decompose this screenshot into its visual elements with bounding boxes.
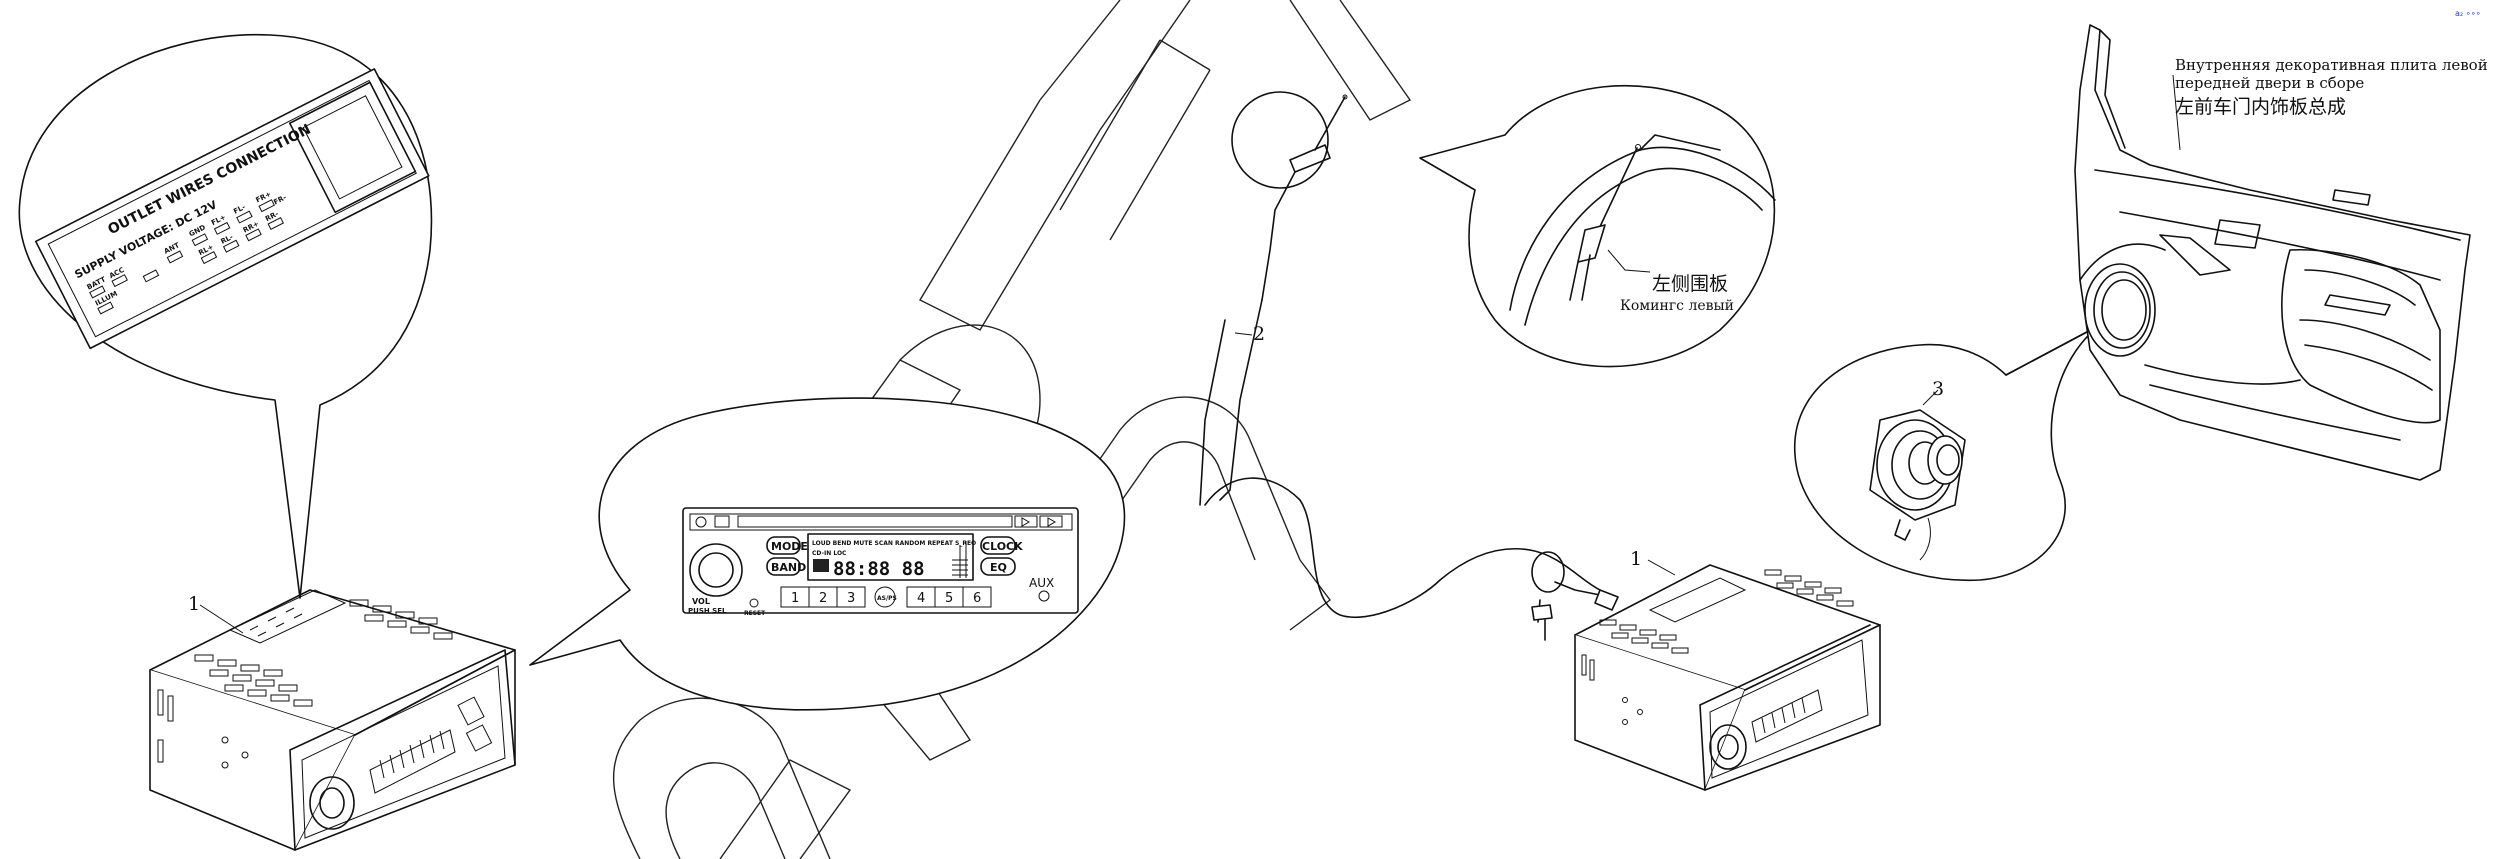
corner-mark: a₂ ∘∘∘ bbox=[2455, 9, 2481, 18]
svg-text:AS/PS: AS/PS bbox=[877, 595, 897, 602]
svg-text:CLOCK: CLOCK bbox=[982, 540, 1023, 553]
band-label: BAND bbox=[771, 561, 806, 574]
speaker-assembly: 3 bbox=[1794, 324, 2101, 582]
radio-unit-right: 1 bbox=[1574, 548, 1881, 791]
svg-text:RESET: RESET bbox=[744, 610, 766, 617]
fender-ru-label: Комингс левый bbox=[1620, 298, 1734, 314]
svg-text:LOUD BEND MUTE SCAN RANDOM REP: LOUD BEND MUTE SCAN RANDOM REPEAT S_REO bbox=[812, 540, 976, 547]
radio-unit-left bbox=[149, 589, 516, 851]
svg-text:VOL: VOL bbox=[692, 597, 710, 606]
fender-cn-label: 左侧围板 bbox=[1652, 273, 1728, 295]
svg-text:2: 2 bbox=[1253, 323, 1265, 345]
antenna-assembly: 2 左侧围板 Комингс левый bbox=[1199, 84, 1776, 641]
svg-text:5: 5 bbox=[945, 591, 953, 606]
svg-text:3: 3 bbox=[1932, 378, 1944, 400]
svg-text:4: 4 bbox=[917, 591, 925, 606]
svg-text:2: 2 bbox=[819, 591, 827, 606]
svg-text:EQ: EQ bbox=[990, 561, 1007, 574]
callout-1-left: 1 bbox=[188, 593, 244, 634]
svg-text:PUSH SEL: PUSH SEL bbox=[688, 607, 727, 615]
svg-text:1: 1 bbox=[188, 593, 200, 615]
door-trim-panel: Внутренняя декоративная плита левой пере… bbox=[2074, 24, 2488, 481]
front-panel-bubble: VOL PUSH SEL MODE BAND LOUD BEND MUTE SC… bbox=[529, 397, 1126, 711]
svg-text:CD-IN LOC: CD-IN LOC bbox=[812, 550, 847, 557]
door-ru-line2: передней двери в сборе bbox=[2175, 74, 2364, 92]
rear-panel-bubble: OUTLET WIRES CONNECTION SUPPLY VOLTAGE: … bbox=[18, 33, 433, 599]
svg-text:88:88 88: 88:88 88 bbox=[833, 558, 925, 580]
mode-label: MODE bbox=[771, 540, 808, 553]
svg-text:AUX: AUX bbox=[1029, 576, 1054, 590]
door-cn-label: 左前车门内饰板总成 bbox=[2175, 96, 2346, 118]
door-ru-line1: Внутренняя декоративная плита левой bbox=[2175, 56, 2488, 74]
svg-text:1: 1 bbox=[1630, 548, 1642, 570]
svg-text:1: 1 bbox=[791, 591, 799, 606]
svg-text:3: 3 bbox=[847, 591, 855, 606]
svg-text:6: 6 bbox=[973, 591, 981, 606]
